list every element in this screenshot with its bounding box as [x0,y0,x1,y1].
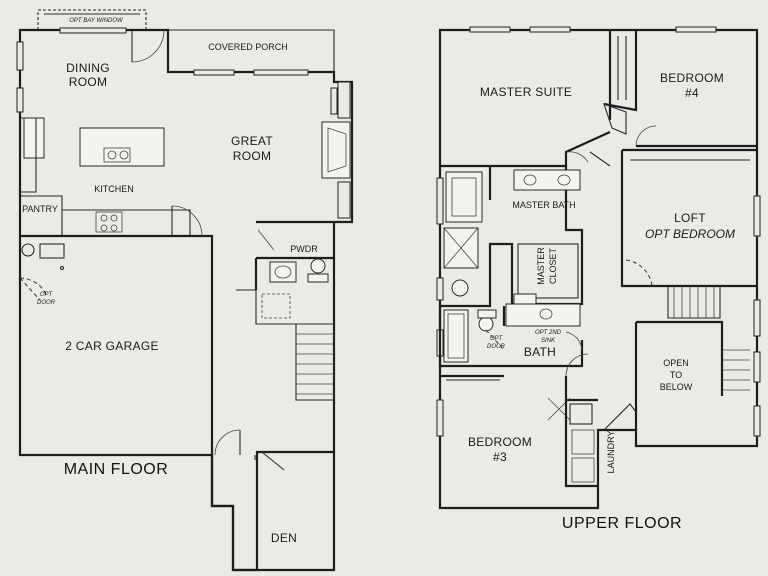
loft-wall [620,148,757,288]
opt-bay-window [37,9,147,30]
bedroom3-label-1: BEDROOM [468,435,532,449]
master-suite-label: MASTER SUITE [480,85,572,99]
bath-wall [438,306,584,368]
pwdr-label: PWDR [290,244,318,254]
main-opt-door-label-1: OPT [40,292,54,298]
fireplace [321,121,351,179]
loft-label: LOFT [674,211,706,225]
kitchen-island [79,127,165,167]
opt-2nd-sink-label-1: OPT 2ND [535,330,562,336]
main-opt-door-label-2: DOOR [37,300,56,306]
laundry-wall [564,400,598,488]
main-floor-plan [16,9,354,572]
main-exterior-wall [18,28,354,572]
opt-bay-window-label: OPT BAY WINDOW [69,18,124,24]
den-label: DEN [271,531,297,545]
pantry-label: PANTRY [22,204,58,214]
pantry-wall [20,195,63,237]
upper-stair [667,286,721,319]
main-floor-title: MAIN FLOOR [64,461,169,478]
kitchen-label: KITCHEN [94,184,134,194]
laundry-label: LAUNDRY [606,431,616,474]
bath-label: BATH [524,345,556,359]
bedroom4-wall [603,30,757,148]
opt-2nd-sink-label-2: SINK [541,338,556,344]
opt-bedroom-label: OPT BEDROOM [645,227,735,241]
open-below-label-3: BELOW [660,382,693,392]
upper-opt-door-label-2: DOOR [487,344,506,350]
open-below-label-1: OPEN [663,358,689,368]
upper-floor-plan [436,26,761,510]
dining-room-label-1: DINING [66,61,110,75]
den-wall [210,452,336,572]
main-stair [295,323,335,401]
bedroom4-label-1: BEDROOM [660,71,724,85]
master-bath-label: MASTER BATH [512,200,575,210]
master-closet-label-2: CLOSET [548,247,558,284]
great-room-label-1: GREAT [231,134,273,148]
covered-porch-label: COVERED PORCH [208,42,288,52]
bedroom3-label-2: #3 [493,450,507,464]
upper-floor-title: UPPER FLOOR [562,515,682,532]
upper-opt-door-label-1: OPT [490,336,504,342]
pwdr-wall [254,220,334,290]
dining-room-label-2: ROOM [69,75,108,89]
garage-label: 2 CAR GARAGE [65,339,159,353]
covered-porch-outline [168,29,335,72]
great-room-label-2: ROOM [233,149,272,163]
open-below-label-2: TO [670,370,682,380]
bedroom4-label-2: #4 [685,86,699,100]
master-closet-label-1: MASTER [536,247,546,285]
garage-wall [20,234,214,455]
